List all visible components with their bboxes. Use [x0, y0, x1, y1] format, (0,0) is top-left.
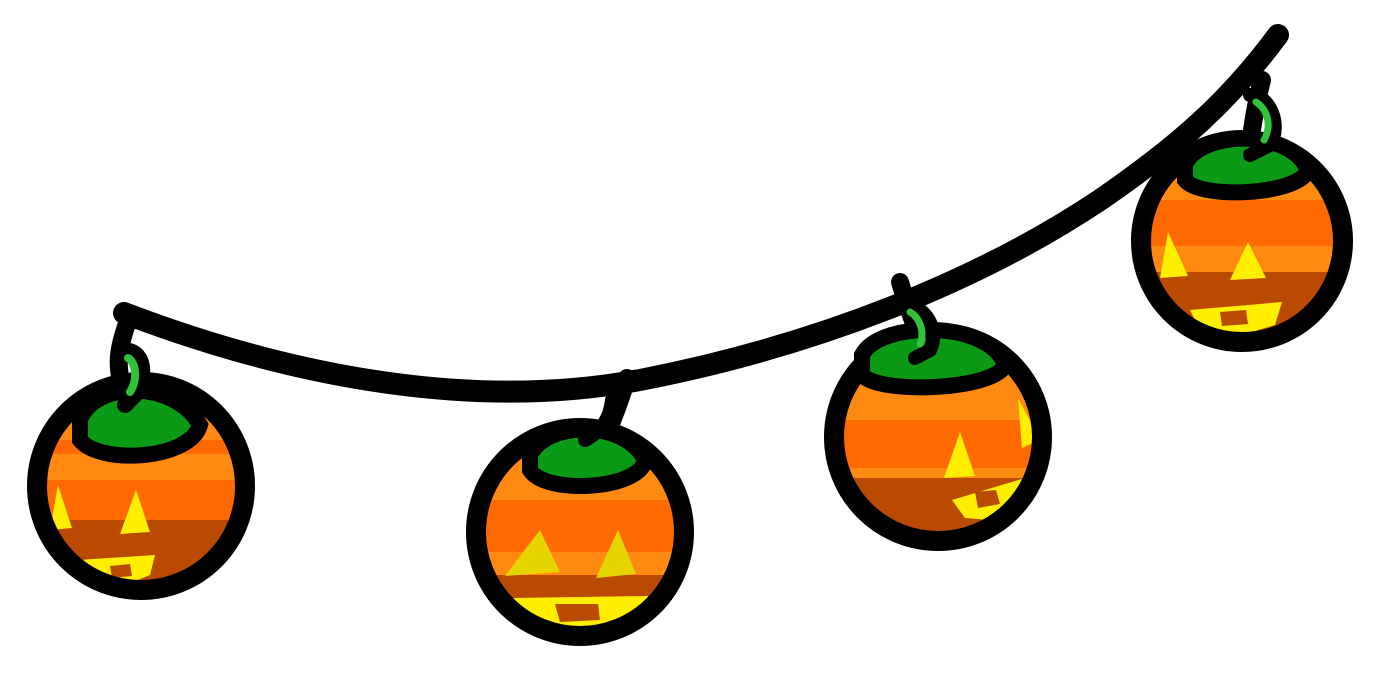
- pumpkin-1: [27, 311, 255, 600]
- pumpkin-2-stem: [522, 421, 654, 494]
- pumpkin-1-eye-right: [120, 490, 150, 534]
- pumpkin-4-eye-left: [1160, 232, 1188, 278]
- pumpkin-1-stem: [72, 382, 209, 464]
- pumpkin-3-eye-left: [944, 432, 975, 478]
- pumpkin-4: [1131, 71, 1353, 352]
- pumpkin-4-eye-right: [1230, 242, 1266, 280]
- pumpkin-3-stem: [854, 321, 1014, 396]
- pumpkin-1-eye-left: [50, 485, 72, 530]
- pumpkin-2-eye-right: [596, 530, 636, 578]
- pumpkin-4-stem: [1177, 130, 1317, 201]
- garland-string: [113, 24, 1289, 403]
- pumpkin-2: [466, 369, 694, 646]
- pumpkin-2-eye-left: [505, 530, 560, 576]
